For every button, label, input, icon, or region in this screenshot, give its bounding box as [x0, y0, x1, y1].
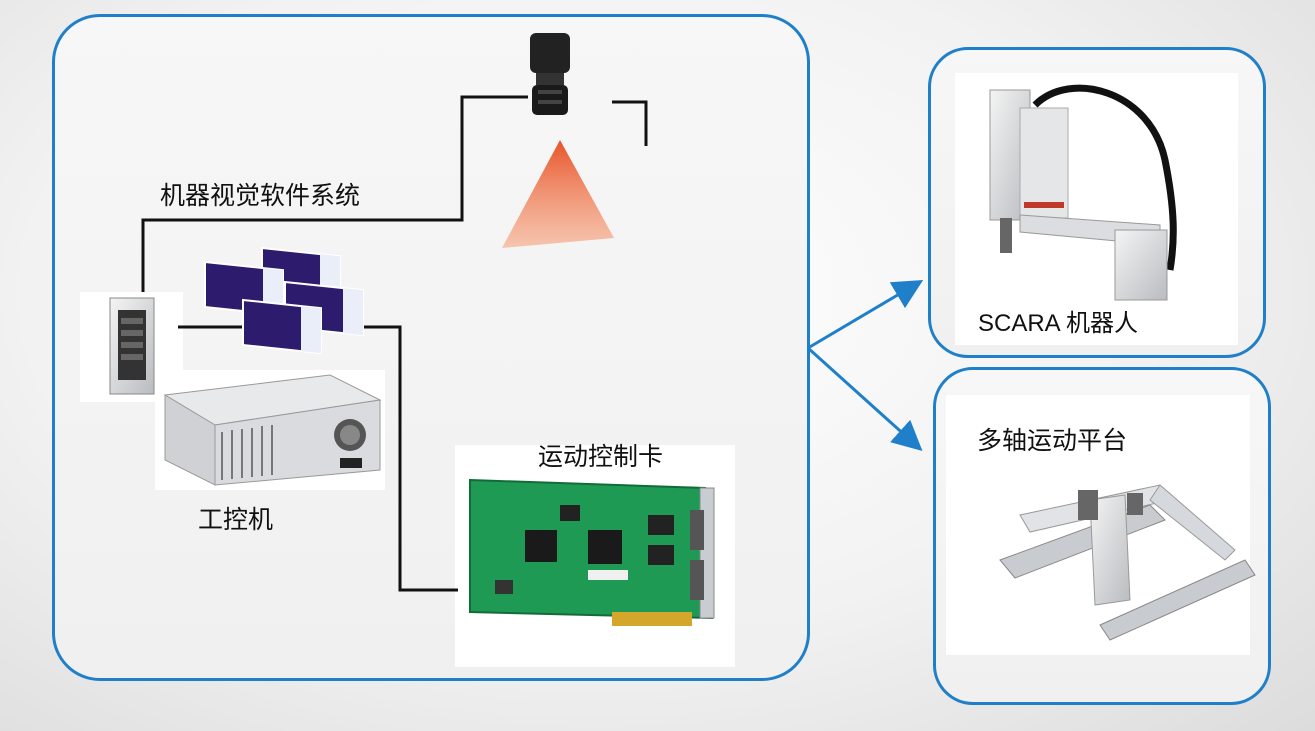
motion-card-icon	[469, 478, 715, 626]
output-arrows	[806, 279, 924, 452]
industrial-pc-label: 工控机	[198, 505, 274, 534]
vision-software-label: 机器视觉软件系统	[160, 181, 361, 210]
motion-card-label: 运动控制卡	[538, 442, 664, 471]
gantry-platform-icon	[999, 484, 1256, 641]
scara-robot-icon	[989, 84, 1177, 301]
camera-icon	[530, 33, 570, 115]
industrial-pc-icon	[163, 374, 382, 486]
light-cone-icon	[502, 140, 614, 248]
monitor-tower-icon	[109, 297, 155, 395]
multi-axis-platform-label: 多轴运动平台	[977, 426, 1128, 455]
scara-robot-label: SCARA 机器人	[978, 310, 1139, 337]
software-screens-icon	[204, 246, 364, 355]
